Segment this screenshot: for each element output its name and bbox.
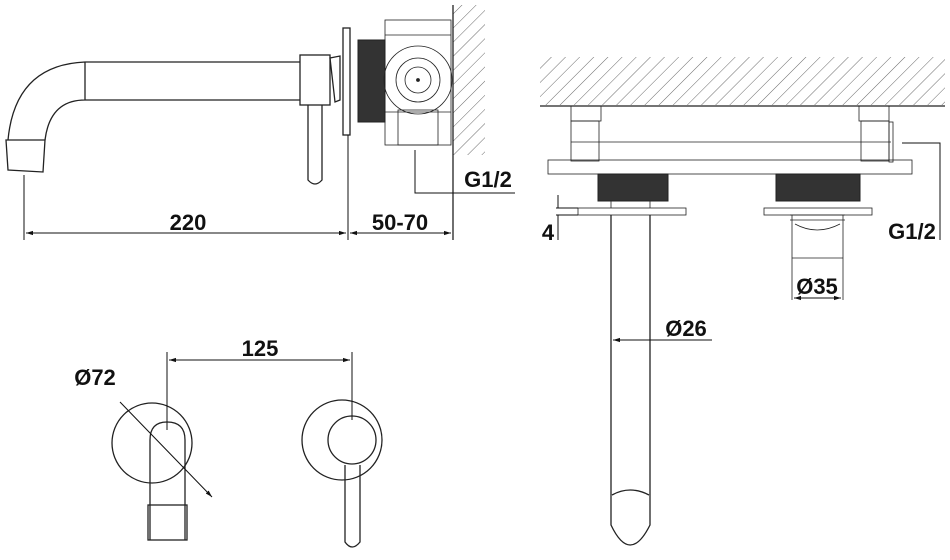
side-view: 220 50-70 G1/2 [5, 5, 515, 240]
lever-handle [307, 105, 323, 185]
cover-plate-right [763, 207, 873, 216]
spout-diameter-label: Ø26 [665, 316, 707, 341]
wall-hatch [540, 57, 945, 105]
length-label: 220 [170, 210, 207, 235]
front-view: Ø72 125 [74, 336, 383, 548]
top-view: Ø35 Ø26 4 G1/2 [540, 57, 945, 546]
thread-label: G1/2 [888, 219, 936, 244]
thread-label: G1/2 [464, 167, 512, 192]
wall-hatch [453, 5, 485, 155]
handle-base [327, 415, 377, 465]
thread [357, 39, 386, 123]
valve-body [299, 54, 331, 106]
thread-right [775, 173, 861, 202]
valve-box [383, 19, 453, 146]
valve-assembly [547, 105, 913, 175]
plate-thickness-label: 4 [542, 220, 555, 245]
wall-depth-label: 50-70 [372, 210, 428, 235]
outlet [790, 214, 845, 300]
rosette-left [111, 402, 193, 484]
rosette-right [301, 399, 383, 481]
wall-plate [342, 27, 351, 136]
cover-plate-left [577, 207, 687, 216]
thread-left [597, 173, 669, 202]
spout-tube [610, 215, 651, 546]
lever-front [344, 465, 361, 548]
center-distance-label: 125 [242, 336, 279, 361]
rosette-diameter-label: Ø72 [74, 365, 116, 390]
spout-front [149, 421, 186, 540]
outlet-diameter-label: Ø35 [796, 274, 838, 299]
spout [5, 61, 300, 173]
